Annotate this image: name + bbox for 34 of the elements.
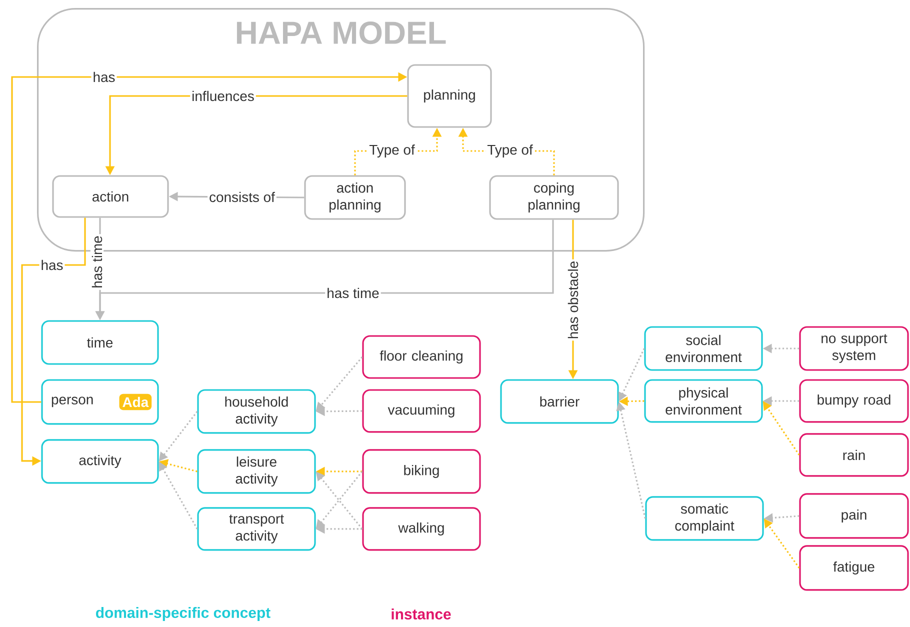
concept-box: leisure activity bbox=[197, 449, 316, 494]
concept-box: person Ada bbox=[41, 379, 159, 425]
edge-label: has time bbox=[325, 286, 381, 300]
concept-box: planning bbox=[407, 64, 492, 128]
concept-box: social environment bbox=[644, 326, 763, 371]
edge-label: consists of bbox=[208, 190, 276, 204]
edge-label: Type of bbox=[368, 143, 416, 159]
instance-box: rain bbox=[799, 433, 909, 477]
concept-box: action planning bbox=[304, 175, 406, 220]
concept-box: household activity bbox=[197, 389, 316, 434]
edge-label: influences bbox=[190, 89, 256, 103]
concept-box: coping planning bbox=[489, 175, 619, 220]
concept-box: physical environment bbox=[644, 379, 763, 423]
instance-box: walking bbox=[362, 507, 481, 551]
legend-label: domain-specific concept bbox=[96, 607, 270, 621]
concept-box: time bbox=[41, 320, 159, 365]
instance-box: floor cleaning bbox=[362, 335, 481, 379]
concept-box: barrier bbox=[500, 379, 619, 424]
edge-label: has time bbox=[90, 234, 104, 290]
instance-box: biking bbox=[362, 449, 481, 494]
concept-box: activity bbox=[41, 439, 159, 484]
instance-box: fatigue bbox=[799, 545, 909, 591]
concept-box: somatic complaint bbox=[645, 496, 764, 541]
edge-label: has bbox=[91, 70, 117, 84]
instance-box: vacuuming bbox=[362, 389, 481, 433]
edge-label: has obstacle bbox=[566, 259, 580, 341]
edge-label: has bbox=[39, 258, 65, 272]
edge-label: Type of bbox=[486, 143, 534, 159]
instance-box: no support system bbox=[799, 326, 909, 371]
concept-box: transport activity bbox=[197, 507, 316, 551]
instance-box: bumpy road bbox=[799, 379, 909, 423]
concept-box: action bbox=[52, 175, 169, 218]
instance-box: pain bbox=[799, 493, 909, 539]
legend-label: instance bbox=[392, 608, 451, 620]
